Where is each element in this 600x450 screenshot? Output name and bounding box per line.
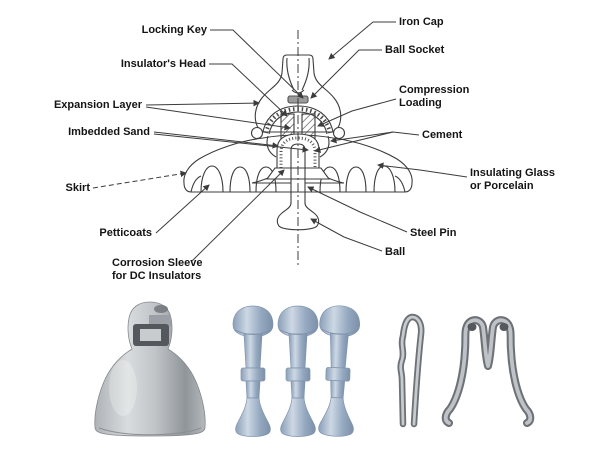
steel-pin-photos	[232, 305, 360, 437]
label-petticoats: Petticoats	[99, 227, 152, 239]
leader-steel-pin	[307, 186, 408, 233]
leader-iron-cap	[328, 21, 396, 60]
label-expansion-layer: Expansion Layer	[53, 99, 142, 111]
label-insulating-glass: Insulating Glass or Porcelain	[470, 167, 555, 193]
steel-pin-photo-3	[318, 305, 360, 437]
label-corrosion-sleeve-line1: Corrosion Sleeve	[112, 257, 203, 269]
label-locking-key: Locking Key	[141, 24, 207, 36]
iron-cap-photo	[94, 301, 206, 437]
petticoats-ribs	[190, 165, 406, 193]
label-insulating-glass-line1: Insulating Glass	[470, 167, 555, 179]
label-compression-loading-line2: Loading	[399, 97, 442, 109]
leader-compression-loading	[317, 98, 397, 127]
leader-insulators-head	[209, 63, 288, 117]
label-ball-socket: Ball Socket	[385, 44, 445, 56]
steel-pin-shaft	[290, 168, 306, 203]
label-imbedded-sand: Imbedded Sand	[68, 126, 150, 138]
leader-imbedded-sand-b	[153, 133, 309, 153]
leader-lines	[92, 21, 468, 262]
leader-skirt	[92, 170, 187, 189]
expansion-layer-hatch	[264, 106, 332, 134]
label-iron-cap: Iron Cap	[399, 16, 444, 28]
label-skirt: Skirt	[65, 182, 90, 194]
label-cement: Cement	[422, 129, 463, 141]
label-insulators-head: Insulator's Head	[120, 58, 206, 70]
leader-ball	[310, 218, 383, 252]
cotter-pin-photo	[397, 313, 425, 428]
cap-rolled-lip-left	[250, 126, 264, 140]
w-clip-photo	[441, 316, 535, 427]
label-compression-loading-line1: Compression	[399, 84, 470, 96]
leader-locking-key	[210, 29, 304, 99]
leader-imbedded-sand-a	[153, 131, 279, 149]
leader-expansion-layer-a	[145, 99, 260, 107]
label-corrosion-sleeve: Corrosion Sleeve for DC Insulators	[112, 257, 202, 283]
label-steel-pin: Steel Pin	[410, 227, 457, 239]
leader-petticoats	[155, 184, 210, 234]
cement-channel-left	[266, 135, 277, 158]
leader-ball-socket	[310, 49, 382, 99]
label-corrosion-sleeve-line2: for DC Insulators	[112, 270, 202, 282]
hardware-photos	[94, 301, 535, 437]
label-insulating-glass-line2: or Porcelain	[470, 180, 534, 192]
leader-expansion-layer-b	[145, 106, 291, 131]
steel-pin-photo-1	[232, 305, 274, 437]
label-ball: Ball	[385, 246, 406, 258]
leader-cement-b	[314, 131, 394, 153]
leader-insulating-glass	[377, 162, 468, 178]
cap-rolled-lip-right	[332, 126, 346, 140]
label-compression-loading: Compression Loading	[399, 84, 469, 110]
cement-channel-right	[319, 135, 330, 158]
leader-corrosion-sleeve	[191, 169, 285, 262]
steel-pin-photo-2	[277, 305, 319, 437]
